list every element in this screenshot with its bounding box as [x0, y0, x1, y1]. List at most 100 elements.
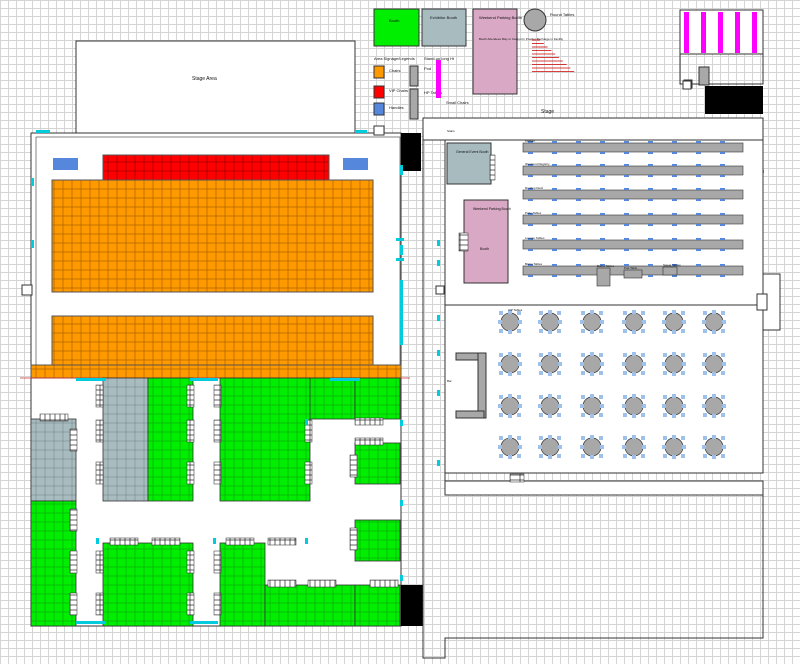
round-chair	[663, 329, 667, 333]
sub-table	[623, 269, 643, 279]
row-chair	[528, 152, 533, 154]
round-chair	[517, 413, 521, 417]
round-chair	[599, 353, 603, 357]
round-chair	[632, 394, 636, 398]
legend-exhibitor-label: Exhibitor Booth	[430, 15, 457, 20]
row-chair	[552, 141, 557, 143]
round-chair	[499, 413, 503, 417]
round-chair	[622, 404, 626, 408]
round-chair	[517, 329, 521, 333]
round-chair	[499, 436, 503, 440]
round-chair	[681, 413, 685, 417]
row-chair	[552, 238, 557, 240]
round-chair	[548, 310, 552, 314]
round-table	[704, 312, 724, 332]
round-chair	[722, 320, 726, 324]
round-chair	[672, 310, 676, 314]
chair-band	[304, 461, 313, 485]
chair-band	[186, 592, 195, 616]
round-chair	[681, 353, 685, 357]
row-chair	[624, 164, 629, 166]
round-table	[624, 312, 644, 332]
chair-band	[151, 537, 181, 546]
legend-hp-label: HP Tables	[424, 90, 442, 95]
round-chair	[663, 454, 667, 458]
round-chair	[581, 353, 585, 357]
handle-right-top	[343, 158, 368, 170]
round-chair	[600, 445, 604, 449]
row-chair	[696, 224, 701, 226]
round-chair	[623, 436, 627, 440]
round-chair	[557, 353, 561, 357]
round-chair	[581, 395, 585, 399]
round-chair	[703, 413, 707, 417]
round-table	[500, 396, 520, 416]
row-chair	[528, 275, 533, 277]
round-chair	[712, 310, 716, 314]
round-table	[582, 312, 602, 332]
right-hall: Stage Stairs General Event Booth Weekend…	[21, 80, 781, 659]
row-chair	[624, 188, 629, 190]
round-chair	[712, 435, 716, 439]
row-chair	[600, 188, 605, 190]
booth	[102, 377, 149, 502]
chair-band	[39, 413, 69, 422]
round-chair	[662, 404, 666, 408]
round-chair	[632, 352, 636, 356]
handle-left-top	[53, 158, 78, 170]
cyan-marker	[400, 500, 403, 506]
round-chair	[539, 395, 543, 399]
vip-tables-label: VIP Tables	[508, 308, 523, 312]
row-chair	[696, 275, 701, 277]
round-chair	[712, 352, 716, 356]
chair-band	[186, 461, 195, 485]
round-chair	[641, 311, 645, 315]
round-chair	[632, 310, 636, 314]
row-chair	[696, 164, 701, 166]
cyan-marker	[31, 240, 34, 248]
row-chair	[696, 199, 701, 201]
round-chair	[632, 435, 636, 439]
row-chair	[576, 264, 581, 266]
row-chair	[552, 152, 557, 154]
round-chair	[622, 362, 626, 366]
round-chair	[580, 445, 584, 449]
row-chair	[552, 175, 557, 177]
round-chair	[590, 330, 594, 334]
round-chair	[681, 454, 685, 458]
round-chair	[672, 330, 676, 334]
round-chair	[538, 362, 542, 366]
row-chair	[696, 249, 701, 251]
round-chair	[702, 445, 706, 449]
row-chair	[648, 238, 653, 240]
round-chair	[703, 311, 707, 315]
round-chair	[599, 436, 603, 440]
round-chair	[672, 455, 676, 459]
row-chair	[648, 188, 653, 190]
round-chair	[590, 394, 594, 398]
round-chair	[599, 395, 603, 399]
row-chair	[576, 199, 581, 201]
row-chair	[552, 264, 557, 266]
row-chair	[600, 152, 605, 154]
round-chair	[721, 395, 725, 399]
row-chair	[672, 164, 677, 166]
round-table	[500, 437, 520, 457]
round-chair	[641, 329, 645, 333]
legend-booth-label: Booth	[389, 18, 399, 23]
booth	[30, 500, 77, 627]
chair-band	[69, 592, 78, 616]
round-chair	[600, 320, 604, 324]
round-chair	[672, 394, 676, 398]
chairs-row-front	[30, 364, 402, 379]
row-chair	[552, 213, 557, 215]
round-chair	[662, 362, 666, 366]
round-chair	[599, 413, 603, 417]
cyan-marker	[400, 245, 403, 255]
chair-band	[304, 419, 313, 443]
chair-band	[349, 527, 358, 551]
round-chair	[580, 320, 584, 324]
round-chair	[681, 436, 685, 440]
round-chair	[721, 454, 725, 458]
row-chair	[696, 264, 701, 266]
